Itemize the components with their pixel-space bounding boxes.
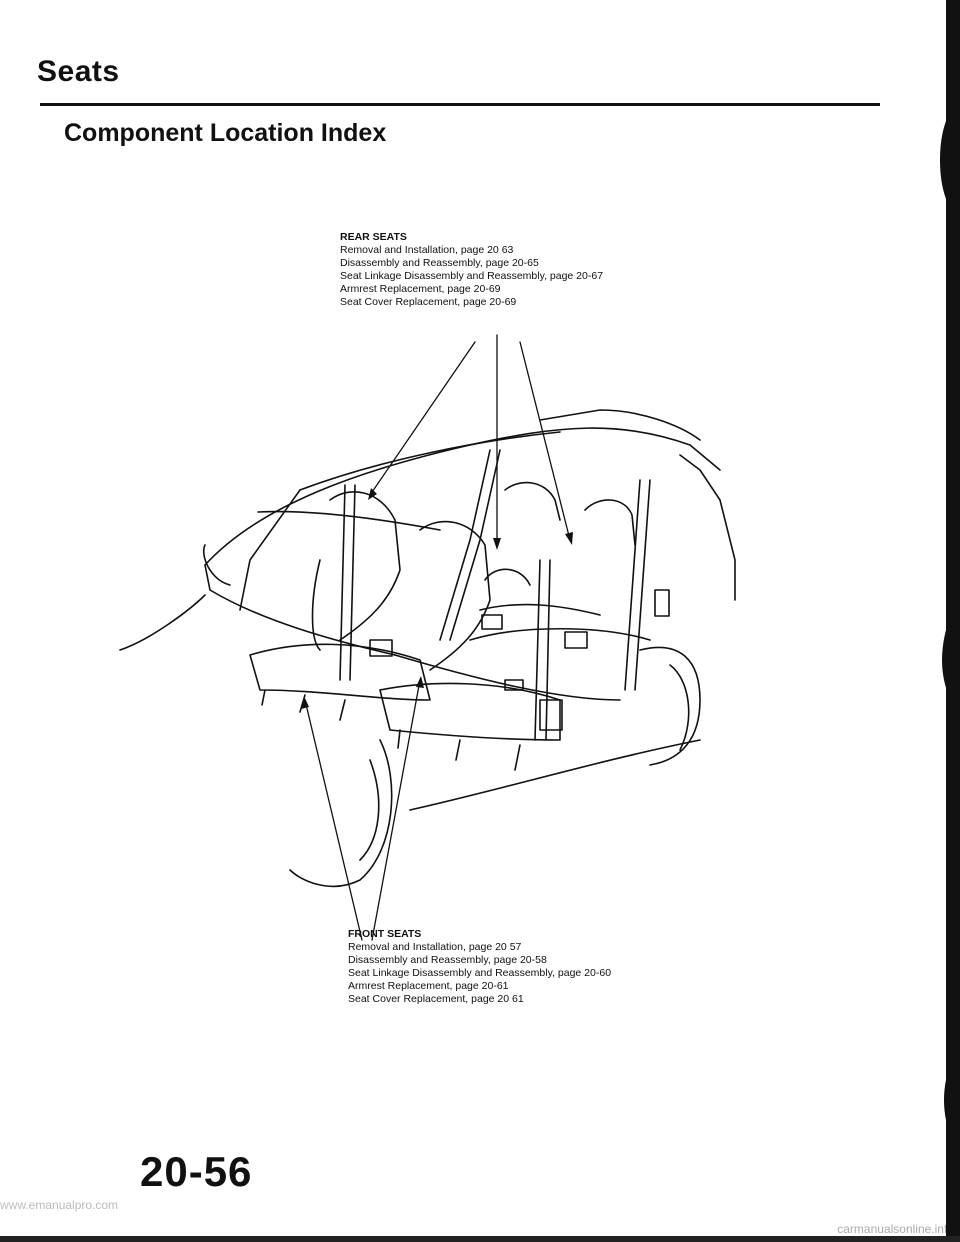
- front-seats-callout: FRONT SEATS Removal and Installation, pa…: [348, 928, 611, 1006]
- front-seats-line: Removal and Installation, page 20 57: [348, 941, 522, 953]
- front-seats-heading: FRONT SEATS: [348, 928, 422, 940]
- rear-seats-line: Removal and Installation, page 20 63: [340, 244, 514, 256]
- rear-seats-line: Disassembly and Reassembly, page 20-65: [340, 257, 539, 269]
- front-seats-line: Armrest Replacement, page 20-61: [348, 980, 509, 992]
- watermark-left: www.emanualpro.com: [0, 1198, 119, 1212]
- rear-seats-line: Seat Linkage Disassembly and Reassembly,…: [340, 270, 604, 282]
- rear-seats-line: Armrest Replacement, page 20-69: [340, 283, 501, 295]
- bottom-rule: [0, 1236, 960, 1242]
- front-seats-line: Seat Cover Replacement, page 20 61: [348, 993, 524, 1005]
- section-subtitle: Component Location Index: [64, 119, 387, 147]
- watermark-right: carmanualsonline.info: [837, 1222, 954, 1236]
- page-title: Seats: [37, 55, 120, 88]
- front-seats-line: Disassembly and Reassembly, page 20-58: [348, 954, 547, 966]
- page-edge-marker: [940, 0, 960, 1242]
- title-rule: [40, 103, 880, 106]
- page-number: 20-56: [140, 1148, 253, 1195]
- rear-seats-callout: REAR SEATS Removal and Installation, pag…: [340, 231, 603, 309]
- rear-seats-line: Seat Cover Replacement, page 20-69: [340, 296, 517, 308]
- rear-seats-heading: REAR SEATS: [340, 231, 407, 243]
- front-seats-line: Seat Linkage Disassembly and Reassembly,…: [348, 967, 612, 979]
